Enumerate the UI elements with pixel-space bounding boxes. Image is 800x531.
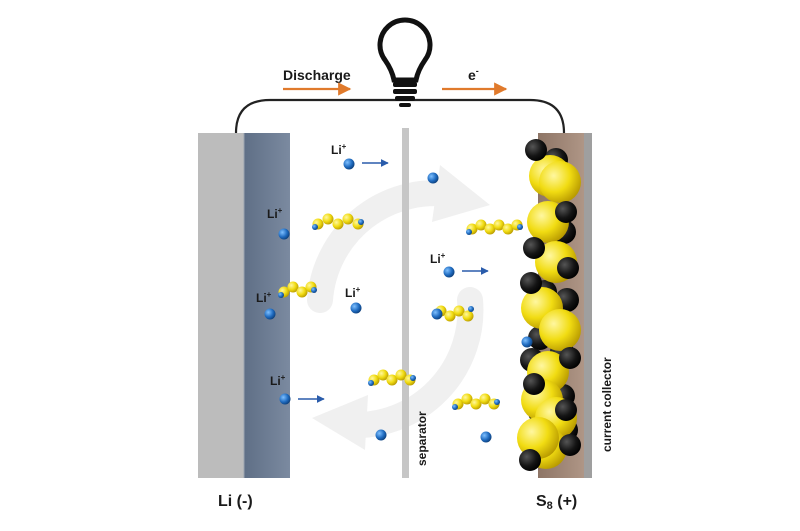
sulfur-atom	[332, 218, 344, 230]
carbon-particle	[559, 434, 581, 456]
sulfur-atom	[322, 213, 334, 225]
light-bulb-icon	[377, 17, 433, 107]
sulfur-atom	[444, 310, 456, 322]
carbon-particle	[555, 399, 577, 421]
sulfur-atom	[479, 393, 491, 405]
sulfur-atom	[470, 398, 482, 410]
separator-label: separator	[415, 411, 429, 466]
carbon-particle	[555, 201, 577, 223]
li-ion	[521, 336, 533, 348]
ion-flow-arrows	[298, 159, 489, 403]
separator-membrane	[402, 128, 409, 478]
sulfur-atom	[462, 310, 474, 322]
chain-li-end	[410, 375, 416, 381]
sulfur-atom	[484, 223, 496, 235]
li-ion	[264, 308, 276, 320]
sulfur-atom	[296, 286, 308, 298]
chain-li-end	[278, 292, 284, 298]
cycle-arrows	[307, 165, 490, 450]
sulfur-particle	[517, 417, 559, 459]
li-ion-label: Li+	[430, 251, 446, 266]
chain-li-end	[517, 224, 523, 230]
chain-li-end	[452, 404, 458, 410]
lithium-anode	[198, 133, 290, 478]
carbon-particle	[525, 139, 547, 161]
carbon-particle	[559, 347, 581, 369]
li-ion	[343, 158, 355, 170]
li-ion-label: Li+	[331, 142, 347, 157]
li-ion	[427, 172, 439, 184]
sulfur-particle	[539, 161, 581, 203]
chain-li-end	[468, 306, 474, 312]
li-ion	[350, 302, 362, 314]
cathode-label: S8 (+)	[536, 493, 577, 512]
li-ion-labels: Li+ Li+ Li+ Li+ Li+ Li+	[256, 142, 446, 388]
electron-label: e-	[468, 66, 479, 83]
sulfur-atom	[453, 305, 465, 317]
li-ion-label: Li+	[270, 373, 286, 388]
chain-li-end	[368, 380, 374, 386]
lithium-ions	[264, 158, 533, 443]
li-ion	[443, 266, 455, 278]
sulfur-atom	[287, 281, 299, 293]
chain-li-end	[311, 287, 317, 293]
anode-label: Li (-)	[218, 493, 253, 510]
sulfur-carbon-cathode	[517, 139, 581, 471]
carbon-particle	[557, 257, 579, 279]
sulfur-atom	[377, 369, 389, 381]
sulfur-atom	[342, 213, 354, 225]
sulfur-atom	[475, 219, 487, 231]
chain-li-end	[312, 224, 318, 230]
sulfur-atom	[493, 219, 505, 231]
discharge-label: Discharge	[283, 67, 351, 83]
sulfur-atom	[395, 369, 407, 381]
carbon-particle	[523, 373, 545, 395]
li-ion	[278, 228, 290, 240]
sulfur-atom	[386, 374, 398, 386]
li-ion-label: Li+	[267, 206, 283, 221]
li-ion	[480, 431, 492, 443]
sulfur-particle	[539, 309, 581, 351]
chain-li-end	[358, 219, 364, 225]
carbon-particle	[523, 237, 545, 259]
chain-li-end	[494, 399, 500, 405]
li-ion-label: Li+	[345, 285, 361, 300]
carbon-particle	[520, 272, 542, 294]
li-ion	[431, 308, 443, 320]
sulfur-atom	[502, 223, 514, 235]
li-ion	[279, 393, 291, 405]
li-ion	[375, 429, 387, 441]
carbon-particle	[519, 449, 541, 471]
collector-label: current collector	[600, 357, 614, 452]
li-ion-label: Li+	[256, 290, 272, 305]
sulfur-atom	[461, 393, 473, 405]
chain-li-end	[466, 229, 472, 235]
polysulfide-chains	[278, 213, 523, 410]
